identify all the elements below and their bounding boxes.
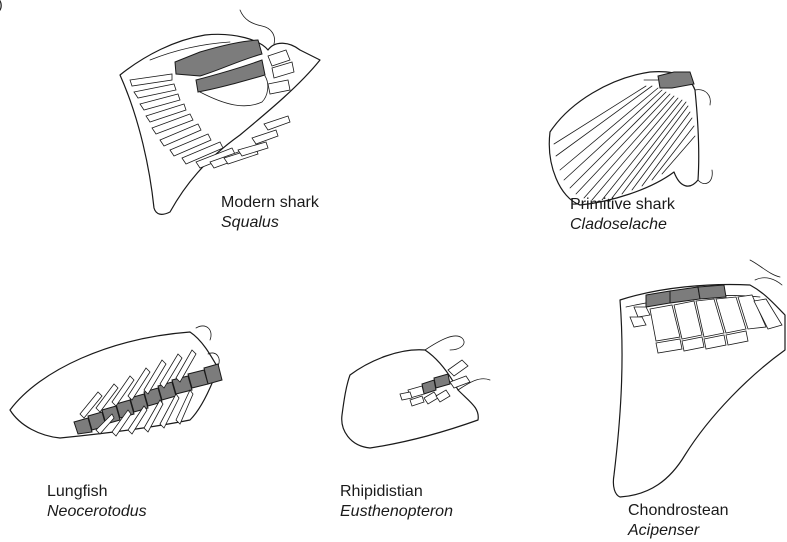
fin-modern-shark: Modern shark Squalus [0,0,330,230]
fin-rhipidistian: Rhipidistian Eusthenopteron [330,320,520,542]
modern-shark-common-name: Modern shark [221,193,319,213]
lungfish-scientific-name: Neocerotodus [47,502,147,522]
chondrostean-fin-drawing [590,255,787,542]
rhipidistian-common-name: Rhipidistian [340,482,453,502]
fin-chondrostean: Chondrostean Acipenser [590,255,787,542]
primitive-shark-common-name: Primitive shark [570,195,675,215]
modern-shark-scientific-name: Squalus [221,213,319,233]
primitive-shark-ceratotrichia [554,86,695,200]
rhipidistian-skeleton [400,360,470,406]
primitive-shark-scientific-name: Cladoselache [570,215,675,235]
lungfish-common-name: Lungfish [47,482,147,502]
fin-primitive-shark: Primitive shark Cladoselache [500,40,787,250]
rhipidistian-scientific-name: Eusthenopteron [340,502,453,522]
chondrostean-common-name: Chondrostean [628,501,729,521]
chondrostean-scientific-name: Acipenser [628,521,729,541]
fin-lungfish: Lungfish Neocerotodus [0,310,250,542]
